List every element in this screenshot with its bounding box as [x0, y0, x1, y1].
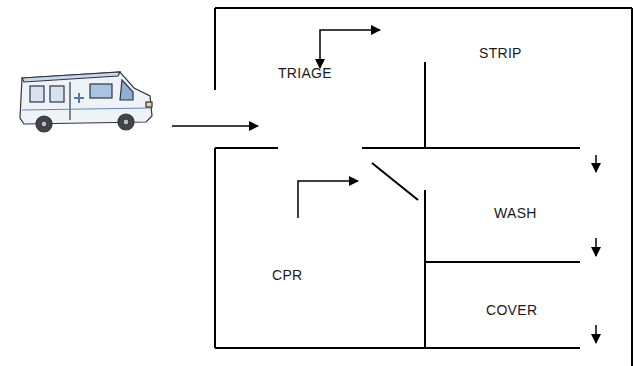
room-label: TRIAGE	[278, 65, 332, 81]
room-label: STRIP	[479, 45, 522, 61]
walls	[215, 8, 632, 366]
room-label: WASH	[494, 205, 537, 221]
flow-arrows	[172, 30, 596, 343]
ambulance-icon	[20, 72, 152, 132]
room-label: COVER	[486, 302, 537, 318]
room-label: CPR	[272, 267, 302, 283]
